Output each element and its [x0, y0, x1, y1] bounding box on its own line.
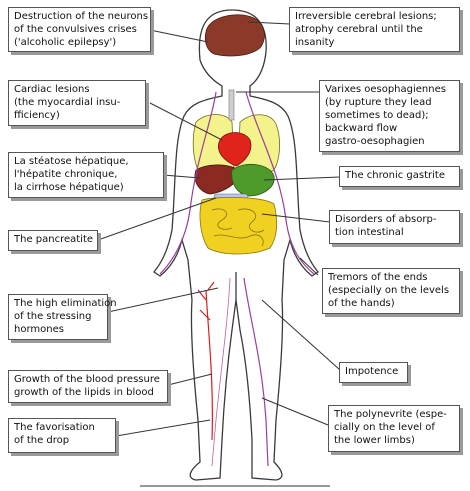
label-tremors: Tremors of the ends (especially on the l…	[322, 268, 460, 314]
label-blood: Growth of the blood pressure growth of t…	[8, 370, 168, 403]
intestines	[199, 196, 278, 255]
oesophagus	[228, 89, 235, 121]
label-neurons: Destruction of the neurons of the convul…	[8, 7, 151, 52]
stomach	[231, 163, 275, 197]
label-varices: Varixes oesophagiennes (by rupture they …	[319, 80, 460, 152]
label-drop: The favorisation of the drop	[8, 418, 116, 453]
label-pancreas: The pancreatite	[8, 230, 98, 251]
label-cardiac: Cardiac lesions (the myocardial insu- ff…	[8, 80, 146, 126]
nerves	[159, 91, 315, 467]
label-polyneuritis: The polynevrite (espe- cially on the lev…	[328, 405, 460, 452]
label-gastritis: The chronic gastrite	[339, 166, 460, 187]
label-cerebral: Irreversible cerebral lesions; atrophy c…	[289, 7, 460, 52]
label-impotence: Impotence	[339, 362, 408, 383]
leader-lines	[97, 21, 341, 437]
label-absorption: Disorders of absorp- tion intestinal	[329, 210, 460, 244]
lungs	[192, 114, 280, 176]
label-stress: The high elimination of the stressing ho…	[8, 294, 117, 340]
brain	[204, 14, 265, 57]
blood-vessels	[197, 281, 215, 441]
label-liver: La stéatose hépatique, l'hépatite chroni…	[8, 152, 164, 198]
heart	[218, 132, 252, 167]
liver	[194, 164, 241, 195]
